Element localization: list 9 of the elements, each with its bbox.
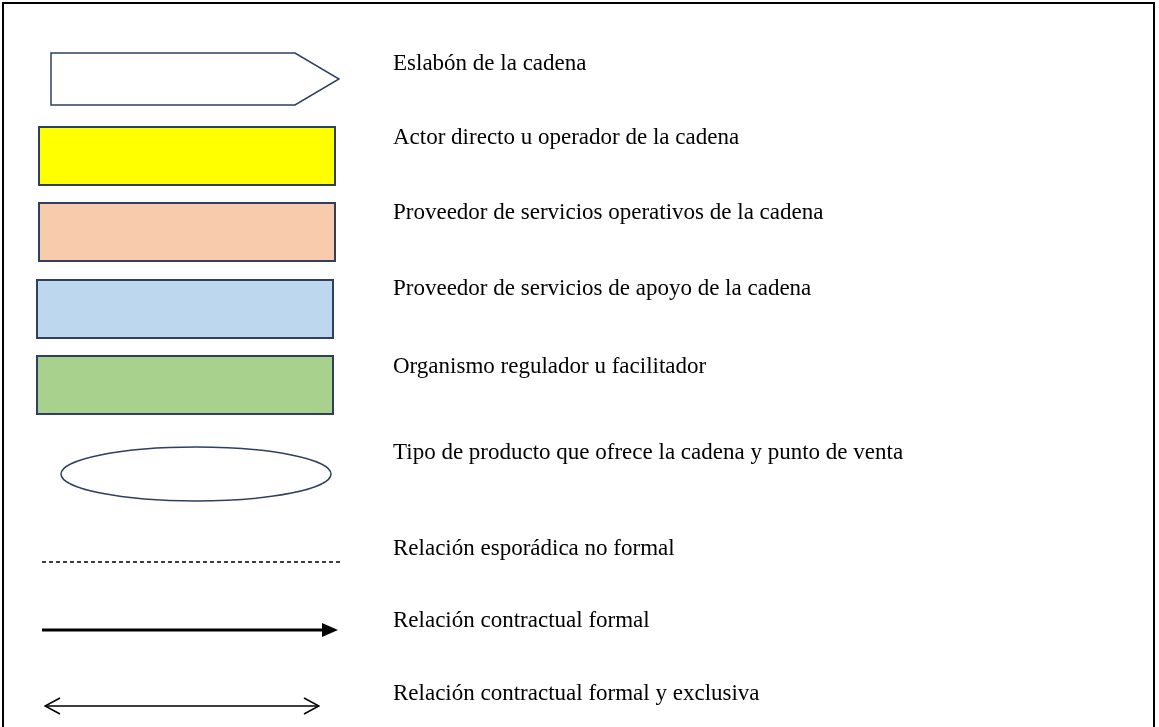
legend-label: Proveedor de servicios operativos de la cadena bbox=[393, 198, 824, 226]
legend-label: Proveedor de servicios de apoyo de la cadena bbox=[393, 274, 812, 302]
legend-label: Relación contractual formal y exclusiva bbox=[393, 679, 760, 707]
legend-label: Organismo regulador u facilitador bbox=[393, 352, 707, 380]
legend-label: Relación esporádica no formal bbox=[393, 534, 675, 562]
legend-label: Actor directo u operador de la cadena bbox=[393, 123, 740, 151]
legend-label: Tipo de producto que ofrece la cadena y punto de venta bbox=[393, 438, 904, 466]
legend-label: Relación contractual formal bbox=[393, 606, 650, 634]
legend-label: Eslabón de la cadena bbox=[393, 49, 587, 77]
